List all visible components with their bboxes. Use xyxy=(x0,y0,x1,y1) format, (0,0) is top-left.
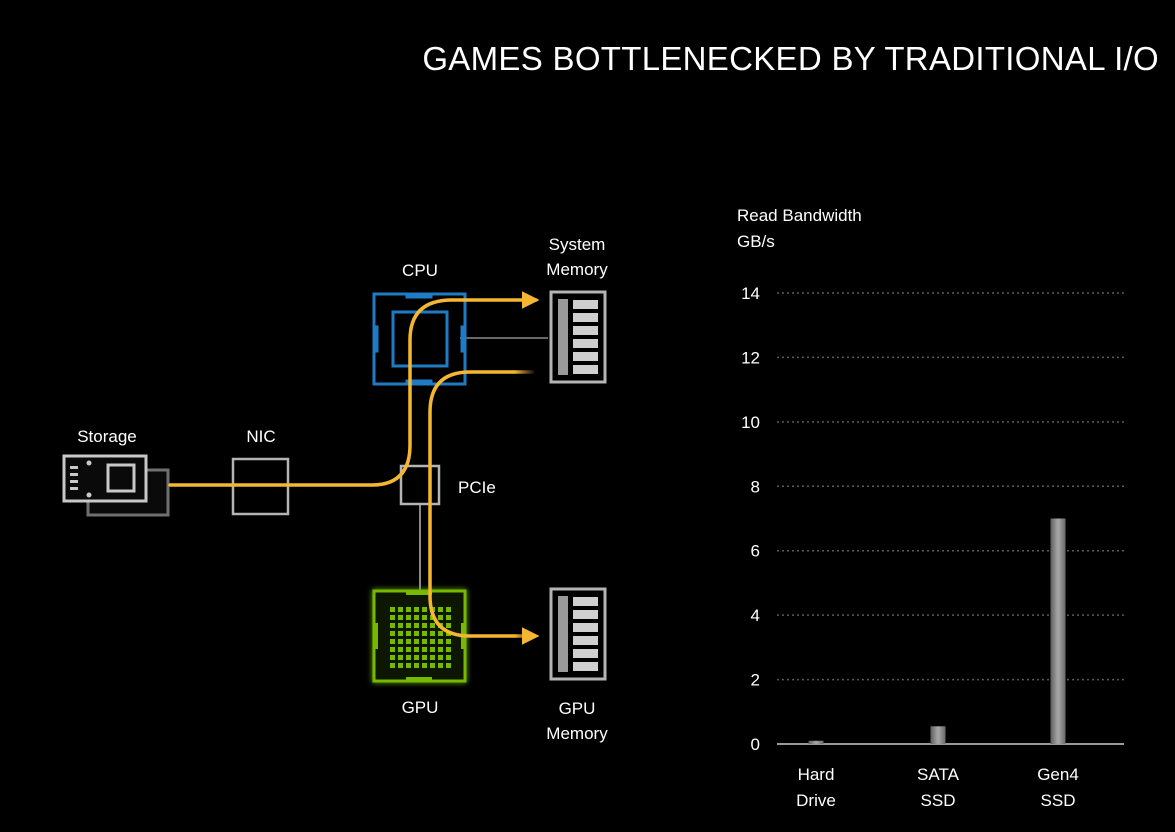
path-storage-to-system-memory xyxy=(168,291,540,487)
gpu-memory-label-line2: Memory xyxy=(546,724,608,743)
x-category-label: Gen4 xyxy=(1037,765,1079,784)
y-tick-label: 14 xyxy=(741,284,760,303)
y-tick-label: 12 xyxy=(741,348,760,367)
path-system-memory-to-gpu-memory xyxy=(428,370,540,645)
nic-label: NIC xyxy=(246,427,276,446)
y-axis-title-line2: GB/s xyxy=(737,232,775,251)
pcie-switch-icon xyxy=(399,464,441,506)
memory-module-icon xyxy=(549,290,607,384)
y-tick-label: 8 xyxy=(751,477,760,496)
interconnect-lines xyxy=(419,337,548,590)
storage-drive-icon xyxy=(62,454,170,517)
y-tick-label: 10 xyxy=(741,413,760,432)
x-category-label: SSD xyxy=(1041,791,1076,810)
x-category-label: SATA xyxy=(917,765,960,784)
io-path-diagram xyxy=(62,290,607,683)
x-category-label: Drive xyxy=(796,791,836,810)
data-path-lines xyxy=(168,291,540,645)
y-tick-label: 2 xyxy=(751,671,760,690)
system-memory-label-line1: System xyxy=(548,235,606,254)
y-tick-label: 4 xyxy=(751,606,760,625)
y-axis-title-line1: Read Bandwidth xyxy=(737,206,862,225)
gpu-memory-label-line1: GPU xyxy=(558,699,596,718)
gpu-chip-icon xyxy=(372,589,467,683)
x-category-label: SSD xyxy=(921,791,956,810)
bar xyxy=(1050,518,1066,744)
system-memory-label-line2: Memory xyxy=(546,260,608,279)
gpu-label: GPU xyxy=(401,698,439,717)
x-category-label: Hard xyxy=(798,765,835,784)
storage-label: Storage xyxy=(77,427,137,446)
bar xyxy=(930,726,946,744)
y-tick-label: 6 xyxy=(751,542,760,561)
pcie-label: PCIe xyxy=(458,478,496,497)
page-title: GAMES BOTTLENECKED BY TRADITIONAL I/O xyxy=(422,40,1159,77)
y-tick-label: 0 xyxy=(751,735,760,754)
y-axis-title: Read Bandwidth GB/s xyxy=(737,203,862,255)
bar xyxy=(808,740,824,744)
gpu-memory-module-icon xyxy=(549,587,607,681)
cpu-label: CPU xyxy=(402,261,438,280)
